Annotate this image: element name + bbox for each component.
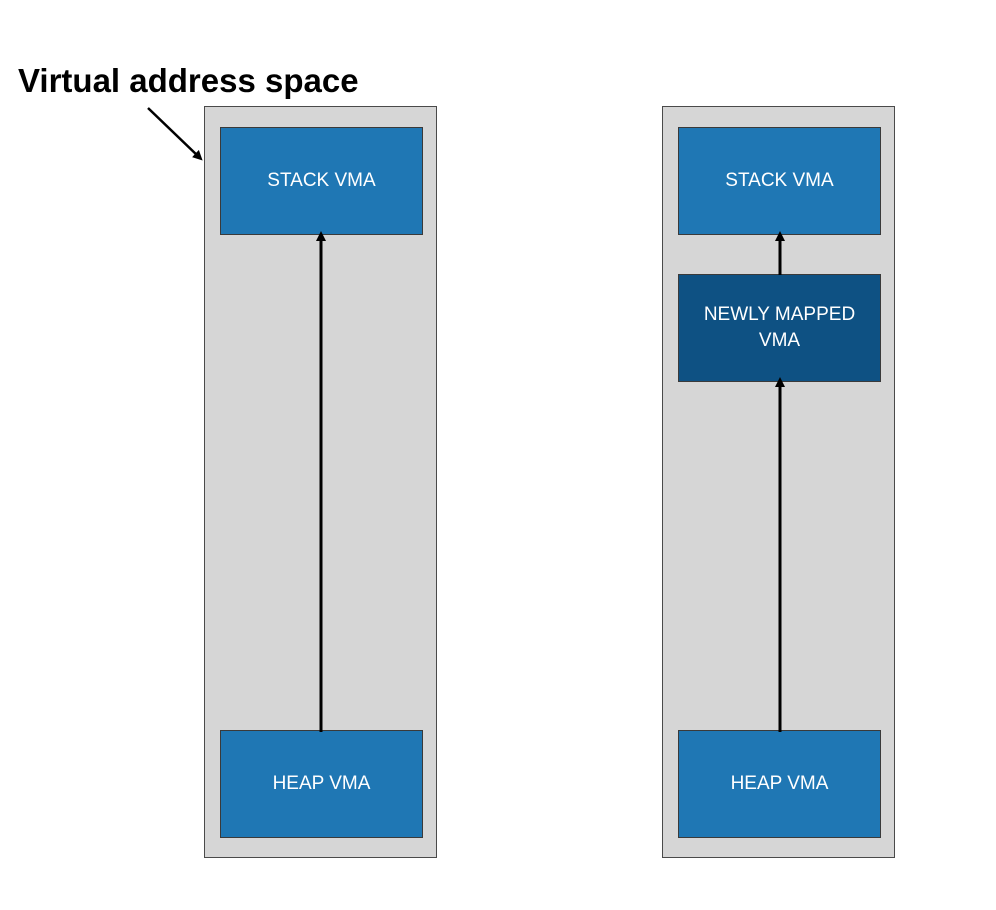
title-pointer-arrow: [147, 107, 203, 161]
address-space-after: STACK VMA NEWLY MAPPED VMA HEAP VMA: [662, 106, 895, 858]
newly-mapped-vma: NEWLY MAPPED VMA: [678, 274, 881, 382]
heap-vma-label: HEAP VMA: [272, 773, 371, 794]
newly-mapped-vma-label: NEWLY MAPPED VMA: [703, 304, 856, 351]
heap-vma-after: HEAP VMA: [678, 730, 881, 838]
heap-vma-label: HEAP VMA: [730, 773, 829, 794]
diagram-title: Virtual address space: [18, 62, 359, 99]
address-space-before: STACK VMA HEAP VMA: [204, 106, 437, 858]
stack-vma-after: STACK VMA: [678, 127, 881, 235]
stack-vma-label: STACK VMA: [725, 170, 834, 191]
stack-vma-label: STACK VMA: [267, 170, 376, 191]
stack-vma-before: STACK VMA: [220, 127, 423, 235]
heap-vma-before: HEAP VMA: [220, 730, 423, 838]
